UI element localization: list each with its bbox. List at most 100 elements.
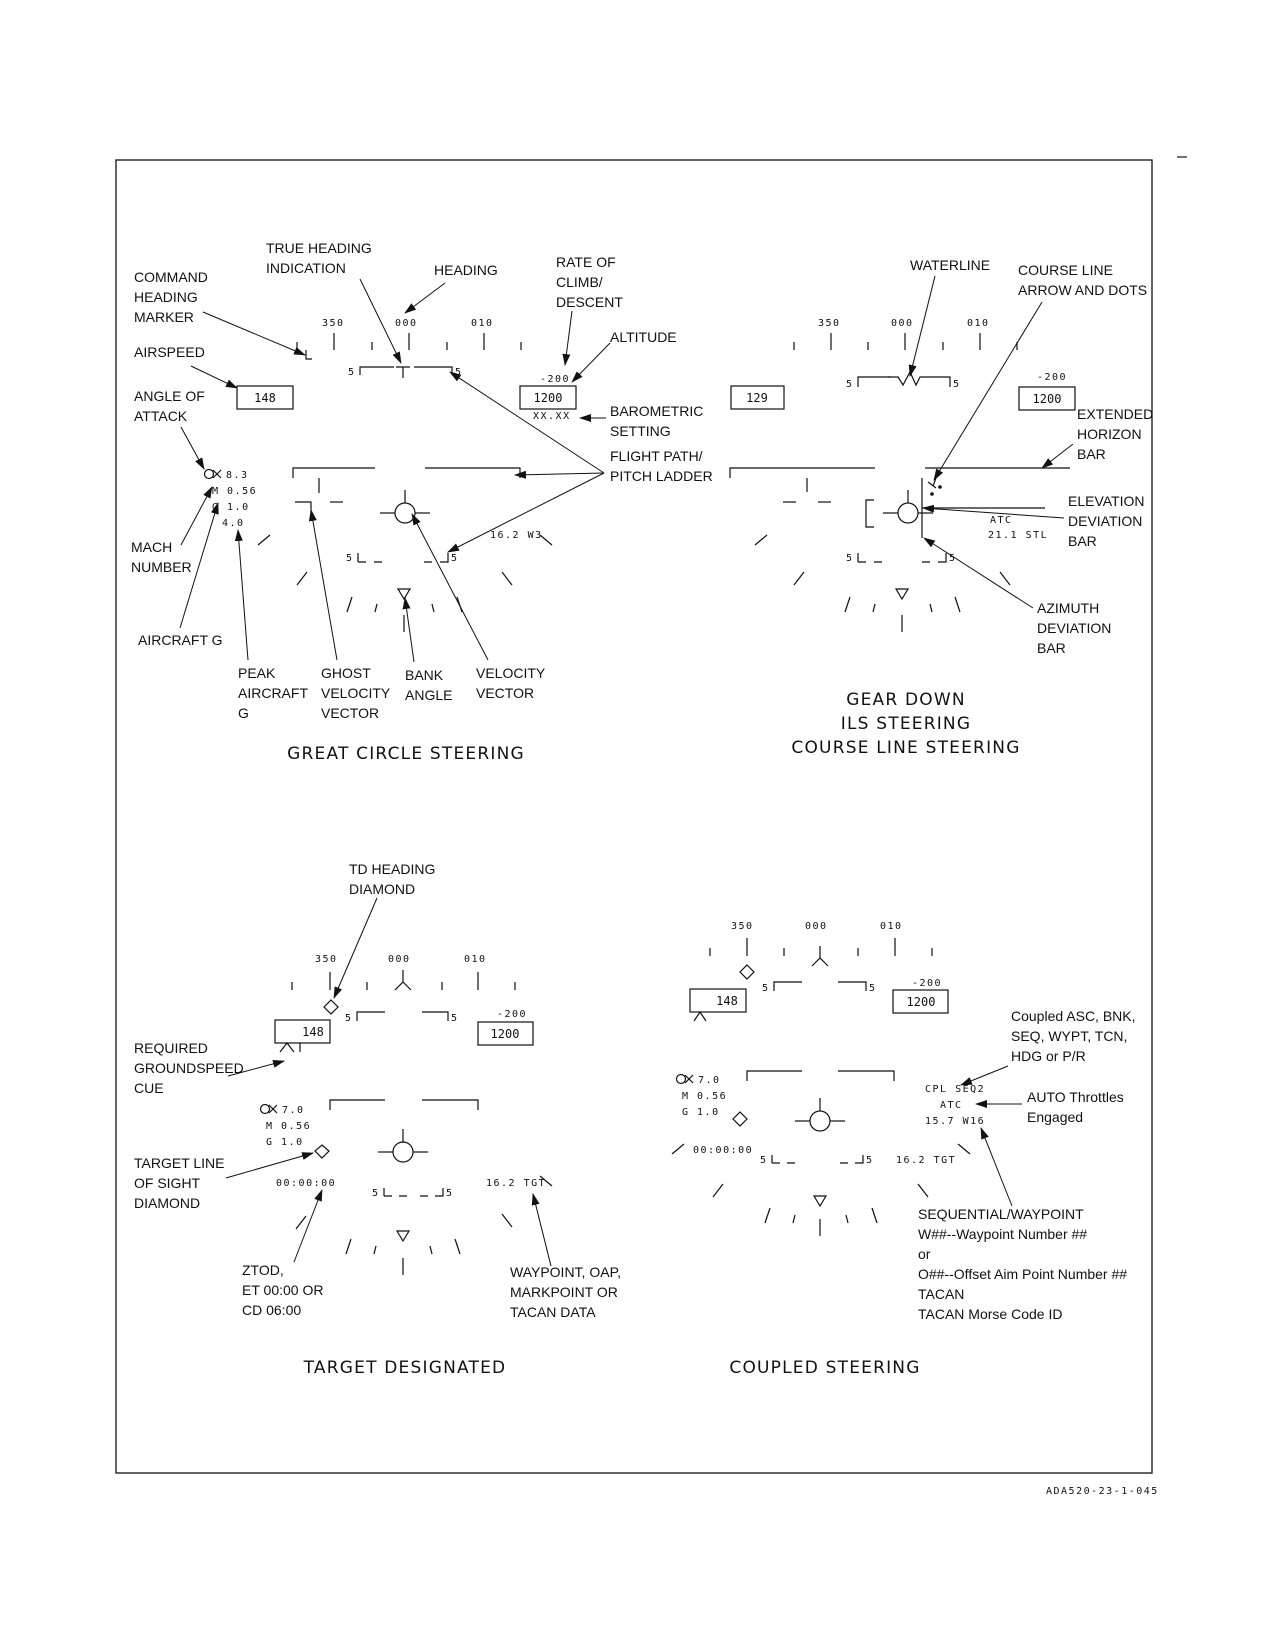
label-sequential-3: or	[918, 1246, 931, 1262]
label-tlos: TARGET LINE	[134, 1155, 225, 1171]
panel-title-great-circle: GREAT CIRCLE STEERING	[287, 744, 525, 764]
heading-scale-010: 010	[471, 318, 494, 329]
bank-angle-scale	[754, 534, 1011, 632]
label-azimuth: AZIMUTH	[1037, 600, 1099, 616]
heading-scale-000: 000	[388, 954, 411, 965]
heading-caret-icon	[394, 970, 412, 991]
rate-of-climb-value: -200	[497, 1009, 527, 1020]
pitch-5-left: 5	[345, 1013, 353, 1024]
pitch-bar-upper-left	[857, 376, 890, 387]
label-elevation-2: DEVIATION	[1068, 513, 1142, 529]
pitch-5-right: 5	[869, 983, 877, 994]
label-flight-path: FLIGHT PATH/	[610, 448, 703, 464]
label-heading: HEADING	[434, 262, 498, 278]
aoa-symbol-icon	[203, 468, 222, 480]
label-command-2: HEADING	[134, 289, 198, 305]
label-sequential-5: TACAN	[918, 1286, 964, 1302]
label-mach: MACH	[131, 539, 172, 555]
mach-value: M 0.56	[682, 1091, 727, 1102]
label-required-3: CUE	[134, 1080, 164, 1096]
mach-value: M 0.56	[212, 486, 257, 497]
label-td-heading-2: DIAMOND	[349, 881, 415, 897]
label-baro: BAROMETRIC	[610, 403, 703, 419]
coupled-mode-value: CPL SEQ2	[925, 1084, 985, 1095]
heading-scale-350: 350	[818, 318, 841, 329]
heading-tape	[291, 972, 516, 990]
heading-scale-000: 000	[395, 318, 418, 329]
label-vv-2: VECTOR	[476, 685, 534, 701]
label-waypoint: WAYPOINT, OAP,	[510, 1264, 621, 1280]
pitch-5-lower-left: 5	[346, 553, 354, 564]
heading-scale-010: 010	[967, 318, 990, 329]
label-aircraft-g: AIRCRAFT G	[138, 632, 223, 648]
altitude-box	[477, 1021, 534, 1046]
target-data-value: 16.2 TGT	[896, 1155, 956, 1166]
leader-arrows-panel-3	[225, 897, 552, 1267]
altitude-value: 1200	[491, 1027, 520, 1041]
label-extended: EXTENDED	[1077, 406, 1153, 422]
altitude-box	[1018, 386, 1076, 411]
aoa-value: 7.0	[698, 1075, 721, 1086]
pitch-bar-lower-left	[383, 1188, 407, 1197]
steer-value: 21.1 STL	[988, 530, 1048, 541]
label-ztod-2: ET 00:00 OR	[242, 1282, 323, 1298]
label-coupled-2: SEQ, WYPT, TCN,	[1011, 1028, 1127, 1044]
panel-gear-down-ils-steering: 350 000 010 5 5 129 -200 1200	[729, 257, 1153, 758]
waypoint-value: 16.2 W3	[490, 530, 543, 541]
velocity-vector-icon	[380, 490, 430, 524]
g-value: G 1.0	[212, 502, 250, 513]
atc-indicator: ATC	[990, 515, 1013, 526]
label-ghost: GHOST	[321, 665, 371, 681]
airspeed-box	[274, 1019, 331, 1044]
panel-title-course-line: COURSE LINE STEERING	[791, 738, 1020, 758]
label-extended-2: HORIZON	[1077, 426, 1142, 442]
label-command-3: MARKER	[134, 309, 194, 325]
heading-scale-350: 350	[315, 954, 338, 965]
leader-arrows-panel-2	[908, 275, 1074, 609]
panel-title-gear-down: GEAR DOWN	[846, 690, 966, 710]
pitch-bar-lower-left	[771, 1155, 795, 1164]
label-peak: PEAK	[238, 665, 276, 681]
bank-angle-scale	[295, 1175, 553, 1275]
airspeed-box	[236, 385, 294, 410]
waterline-symbol	[888, 370, 951, 387]
altitude-value: 1200	[534, 391, 563, 405]
altitude-value: 1200	[907, 995, 936, 1009]
airspeed-value: 148	[302, 1025, 324, 1039]
document-id: ADA520-23-1-045	[1046, 1486, 1159, 1497]
extended-horizon-bar-left	[729, 467, 875, 478]
bank-angle-pointer-icon	[396, 588, 412, 601]
label-course-line-2: ARROW AND DOTS	[1018, 282, 1147, 298]
heading-diamond-icon	[739, 964, 755, 980]
ghost-velocity-vector	[295, 501, 312, 518]
horizon-bar-left	[292, 467, 375, 478]
pitch-bar-lower-right	[840, 1155, 864, 1164]
atc-indicator: ATC	[940, 1100, 963, 1111]
steer-value: 15.7 W16	[925, 1116, 985, 1127]
pitch-bar-lower-left	[357, 553, 382, 563]
heading-scale-010: 010	[464, 954, 487, 965]
airspeed-value: 148	[254, 391, 276, 405]
label-ghost-2: VELOCITY	[321, 685, 391, 701]
airspeed-box	[689, 988, 747, 1013]
td-heading-diamond-icon	[323, 999, 339, 1015]
altitude-box	[519, 385, 577, 410]
horizon-bar-right	[422, 1099, 479, 1110]
label-bank-2: ANGLE	[405, 687, 452, 703]
label-rate: RATE OF	[556, 254, 616, 270]
panel-title-ils-steering: ILS STEERING	[841, 714, 971, 734]
pitch-bar-upper-left	[359, 366, 394, 375]
peak-g-value: 4.0	[222, 518, 245, 529]
label-rate-3: DESCENT	[556, 294, 623, 310]
pitch-bar-upper-right	[414, 366, 453, 375]
pitch-5-lower-right: 5	[949, 553, 957, 564]
bank-angle-scale	[671, 1143, 971, 1236]
g-value: G 1.0	[682, 1107, 720, 1118]
horizon-bar-left	[746, 1070, 802, 1081]
label-course-line: COURSE LINE	[1018, 262, 1113, 278]
label-sequential-4: O##--Offset Aim Point Number ##	[918, 1266, 1127, 1282]
panel-coupled-steering: 350 000 010 5 5 148 -200 1200 7.0	[671, 921, 1136, 1378]
pitch-bar-upper-right	[422, 1011, 449, 1021]
rate-of-climb-value: -200	[540, 374, 570, 385]
